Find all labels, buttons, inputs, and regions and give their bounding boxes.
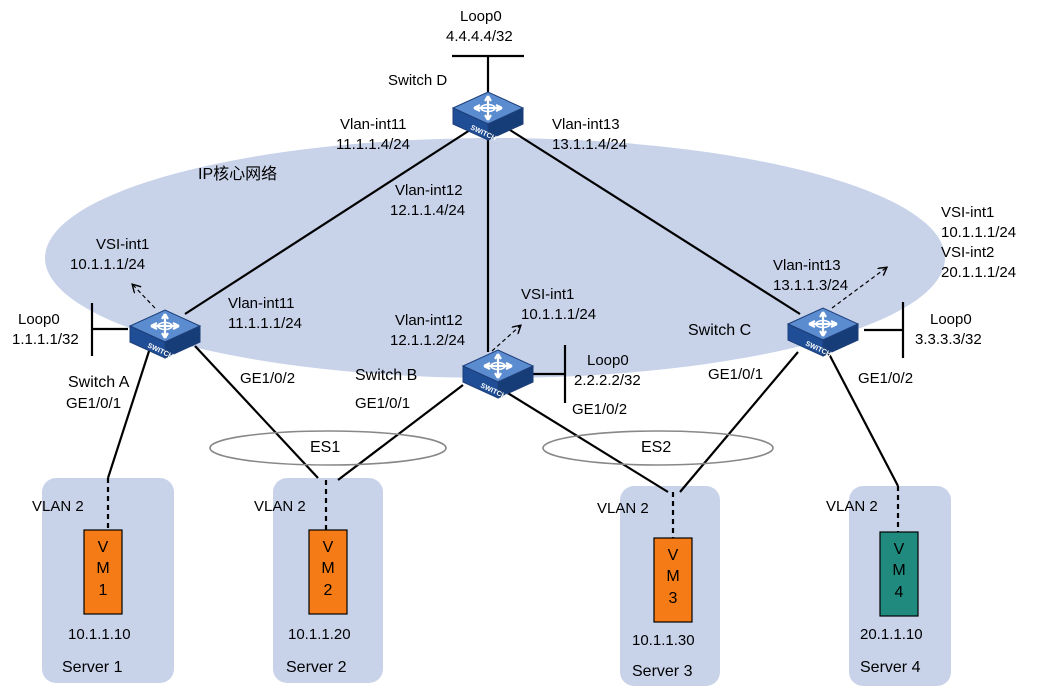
vsi-arrow-b [491,326,520,352]
switch-d-loop-ip: 4.4.4.4/32 [446,28,513,45]
switch-b-vsi-label: VSI-int1 [521,286,575,303]
switch-c-loop-label: Loop0 [930,311,972,328]
switch-d-loop-label: Loop0 [460,8,502,25]
server-3-ip: 10.1.1.30 [632,632,695,649]
es2-label: ES2 [641,439,672,456]
server-3-vlan: VLAN 2 [597,500,649,517]
switch-c-loop-ip: 3.3.3.3/32 [915,331,982,348]
switch-d-vlan11-ip: 11.1.1.4/24 [336,136,410,153]
es2-ellipse [542,430,774,466]
switch-a-loop-ip: 1.1.1.1/32 [12,331,79,348]
es1-ellipse [209,430,447,466]
switch-b-vsi-ip: 10.1.1.1/24 [521,306,597,323]
switch-c-name: Switch C [688,322,752,339]
core-network-label: IP核心网络 [198,166,278,183]
switch-c-vsi1-label: VSI-int1 [941,204,995,221]
vm1-rect [83,529,123,615]
switch-c-vlan-ip: 13.1.1.3/24 [773,277,849,294]
vm3-number: 3 [668,590,678,607]
vm2-number: 2 [323,582,333,599]
link-d-a [184,129,471,315]
switch-d-vlan13-ip: 13.1.1.4/24 [552,136,628,153]
vm2-letter-v: V [322,539,334,556]
switch-c-port1: GE1/0/1 [708,366,764,383]
server-4-vlan: VLAN 2 [826,498,878,515]
core-network-ellipse [45,138,945,378]
switch-b-vlan-ip: 12.1.1.2/24 [390,332,466,349]
vm3-letter-m: M [666,568,680,585]
switch-a-vsi-ip: 10.1.1.1/24 [70,256,146,273]
vm4-number: 4 [894,584,904,601]
vm2-rect [308,529,348,615]
switch-b-name: Switch B [355,367,418,384]
server-4-ip: 20.1.1.10 [860,626,923,643]
vm1-number: 1 [98,582,108,599]
vm1-letter-v: V [97,539,109,556]
vm4-rect [879,531,919,617]
switch-c-vsi2-label: VSI-int2 [941,244,995,261]
switch-a-port2: GE1/0/2 [240,370,296,387]
switch-a-loop-label: Loop0 [18,311,60,328]
es1-label: ES1 [310,439,341,456]
vsi-arrow-a [133,285,156,309]
switch-b-loop-label: Loop0 [587,352,629,369]
switch-a-vlan-label: Vlan-int11 [228,295,295,312]
switch-a-port1: GE1/0/1 [66,395,122,412]
switch-c-vsi1-ip: 10.1.1.1/24 [941,224,1017,241]
link-c-server3 [679,351,799,493]
switch-a-name: Switch A [68,374,130,391]
vm2-letter-m: M [321,560,335,577]
server-2-ip: 10.1.1.20 [288,626,351,643]
server-1-ip: 10.1.1.10 [68,626,131,643]
server-2-vlan: VLAN 2 [254,498,306,515]
vm1-letter-m: M [96,560,110,577]
vm3-letter-v: V [667,547,679,564]
switch-d-vlan13-label: Vlan-int13 [552,116,620,133]
link-a-server1 [106,347,152,479]
vm3-rect [653,537,693,623]
vsi-arrow-c [831,268,886,309]
switch-c-vlan-label: Vlan-int13 [773,257,841,274]
switch-b-vlan-label: Vlan-int12 [395,312,463,329]
link-d-c [509,129,801,315]
switch-c-vsi2-ip: 20.1.1.1/24 [941,264,1017,281]
switch-d-vlan12-ip: 12.1.1.4/24 [390,202,466,219]
vm4-letter-v: V [893,541,905,558]
switch-b-port2: GE1/0/2 [572,401,628,418]
link-b-server3 [497,386,669,493]
server-2-name: Server 2 [286,659,347,676]
switch-d-name: Switch D [388,72,448,89]
link-c-server4 [827,351,899,487]
server-4-name: Server 4 [860,659,921,676]
switch-b-loop-ip: 2.2.2.2/32 [574,372,641,389]
server-3-name: Server 3 [632,663,693,680]
server-1-vlan: VLAN 2 [32,498,84,515]
vm4-letter-m: M [892,562,906,579]
switch-a-vlan-ip: 11.1.1.1/24 [228,315,302,332]
switch-b-port1: GE1/0/1 [355,395,411,412]
server-1-name: Server 1 [62,659,123,676]
switch-a-vsi-label: VSI-int1 [96,236,150,253]
link-a-server2 [194,345,319,479]
switch-d-vlan11-label: Vlan-int11 [340,116,407,133]
switch-c-port2: GE1/0/2 [858,370,914,387]
switch-d-vlan12-label: Vlan-int12 [395,182,463,199]
